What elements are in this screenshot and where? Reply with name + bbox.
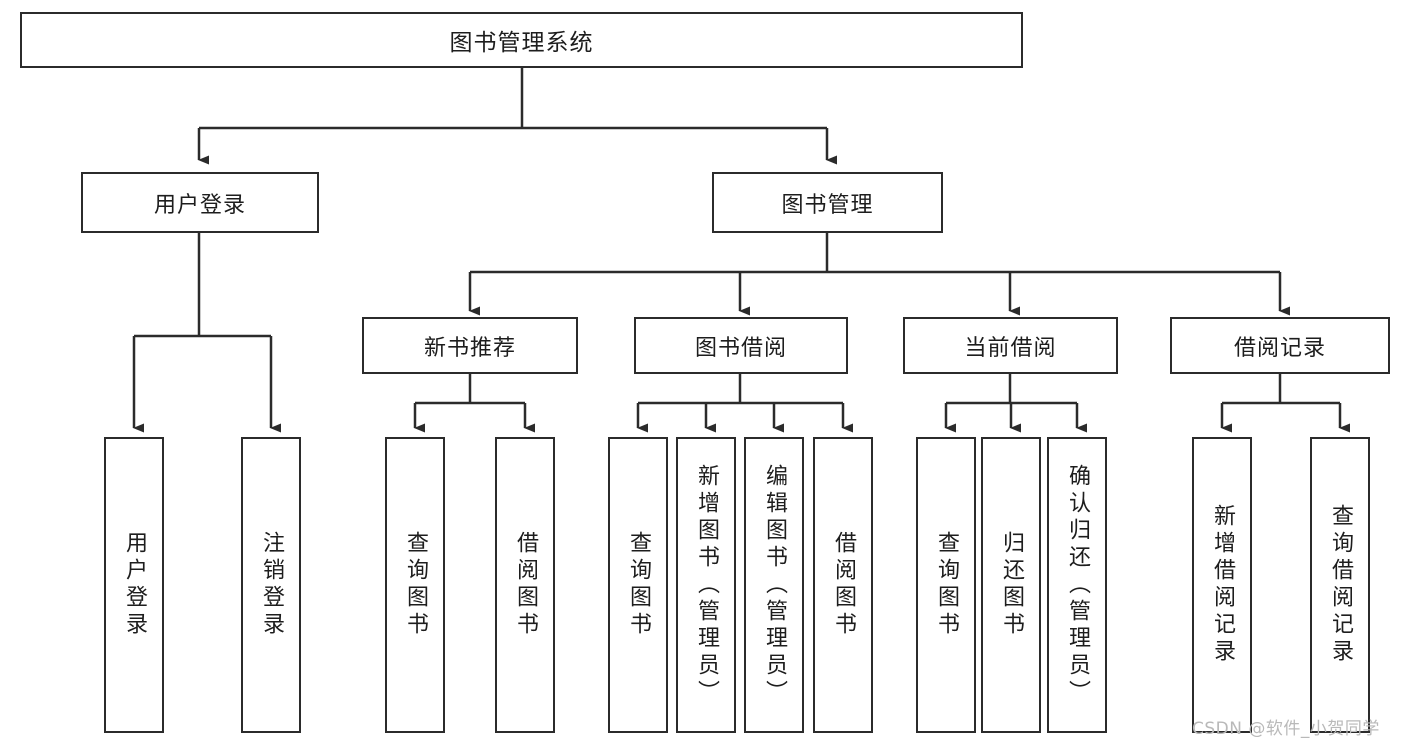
node-user-login[interactable]: 用户登录: [81, 172, 319, 233]
node-leaf-add-borrow-record[interactable]: 新增借阅记录: [1192, 437, 1252, 733]
node-borrow-record[interactable]: 借阅记录: [1170, 317, 1390, 374]
node-leaf-add-book-admin-label: 新增图书（管理员）: [694, 463, 719, 707]
node-leaf-user-login-label: 用户登录: [122, 531, 147, 639]
node-book-management-label: 图书管理: [781, 192, 874, 218]
node-leaf-query-book-newbook-label: 查询图书: [403, 531, 428, 639]
node-user-login-label: 用户登录: [153, 192, 246, 218]
node-leaf-return-book[interactable]: 归还图书: [981, 437, 1041, 733]
node-leaf-query-book-current[interactable]: 查询图书: [916, 437, 976, 733]
node-leaf-logout-label: 注销登录: [259, 531, 284, 639]
node-leaf-borrow-book-borrow[interactable]: 借阅图书: [813, 437, 873, 733]
node-leaf-return-book-label: 归还图书: [999, 531, 1024, 639]
node-leaf-borrow-book-newbook[interactable]: 借阅图书: [495, 437, 555, 733]
node-leaf-query-book-current-label: 查询图书: [934, 531, 959, 639]
node-current-borrow-label: 当前借阅: [964, 335, 1057, 361]
node-book-borrow[interactable]: 图书借阅: [634, 317, 848, 374]
node-book-management[interactable]: 图书管理: [712, 172, 943, 233]
node-root-label: 图书管理系统: [449, 30, 594, 56]
node-leaf-edit-book-admin-label: 编辑图书（管理员）: [762, 463, 787, 707]
node-root-book-management-system[interactable]: 图书管理系统: [20, 12, 1023, 68]
node-leaf-query-book-borrow[interactable]: 查询图书: [608, 437, 668, 733]
node-leaf-edit-book-admin[interactable]: 编辑图书（管理员）: [744, 437, 804, 733]
node-leaf-borrow-book-newbook-label: 借阅图书: [513, 531, 538, 639]
node-current-borrow[interactable]: 当前借阅: [903, 317, 1118, 374]
node-leaf-query-book-newbook[interactable]: 查询图书: [385, 437, 445, 733]
node-leaf-query-borrow-record-label: 查询借阅记录: [1328, 504, 1353, 666]
csdn-watermark: CSDN @软件_小贺同学: [1192, 714, 1380, 739]
node-new-book-recommend[interactable]: 新书推荐: [362, 317, 578, 374]
node-leaf-confirm-return-admin-label: 确认归还（管理员）: [1065, 463, 1090, 707]
csdn-watermark-text: CSDN @软件_小贺同学: [1192, 719, 1380, 739]
node-leaf-add-borrow-record-label: 新增借阅记录: [1210, 504, 1235, 666]
node-leaf-user-login[interactable]: 用户登录: [104, 437, 164, 733]
node-leaf-borrow-book-borrow-label: 借阅图书: [831, 531, 856, 639]
node-leaf-query-book-borrow-label: 查询图书: [626, 531, 651, 639]
node-leaf-query-borrow-record[interactable]: 查询借阅记录: [1310, 437, 1370, 733]
node-leaf-confirm-return-admin[interactable]: 确认归还（管理员）: [1047, 437, 1107, 733]
node-book-borrow-label: 图书借阅: [694, 335, 787, 361]
node-leaf-logout[interactable]: 注销登录: [241, 437, 301, 733]
node-leaf-add-book-admin[interactable]: 新增图书（管理员）: [676, 437, 736, 733]
node-borrow-record-label: 借阅记录: [1233, 335, 1326, 361]
node-new-book-recommend-label: 新书推荐: [423, 335, 516, 361]
